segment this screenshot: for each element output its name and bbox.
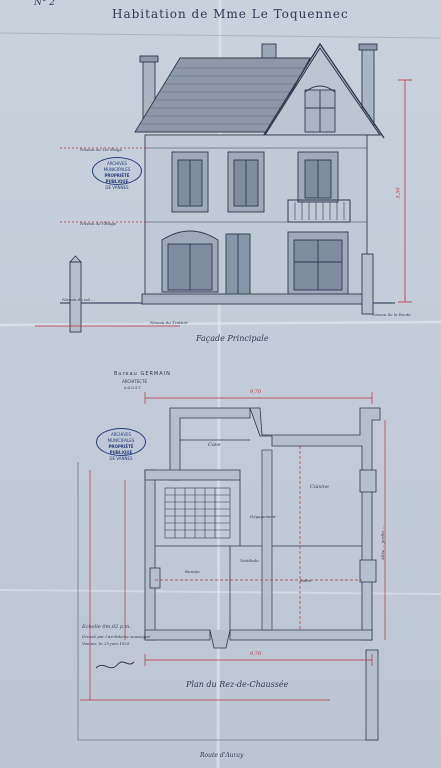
note-base: Niveau du sol ... [62, 297, 95, 302]
horizontal-fold-2 [0, 589, 441, 595]
plan-caption: Plan du Rez-de-Chaussée [186, 680, 289, 689]
room-vestibule: Vestibule [240, 558, 259, 563]
horizontal-fold-1 [0, 320, 441, 327]
note-ground: Niveau de l'Étage [80, 221, 117, 226]
stamp-line-3: DE VANNES [105, 185, 129, 190]
note-floor1: Niveau du 1er Étage [80, 147, 122, 152]
elevation-caption: Façade Principale [196, 334, 269, 343]
approval-line-2: Vannes, le 25 juin 1925 [82, 641, 130, 646]
scale-note: Échelle 0m,02 p.m. [82, 624, 131, 630]
road-label: Route d'Auray [200, 752, 244, 759]
archives-stamp-bottom: ARCHIVES MUNICIPALES PROPRIÉTÉ PUBLIQUE … [96, 428, 146, 461]
stamp-line-3: DE VANNES [109, 456, 133, 461]
plan-dimensions [80, 392, 386, 701]
elevation-height-dimension: 5,50 [395, 187, 402, 199]
room-cuisine: Cuisine [310, 484, 329, 490]
archives-stamp-top: ARCHIVES MUNICIPALES PROPRIÉTÉ PUBLIQUE … [92, 157, 142, 190]
sheet-title: Habitation de Mme Le Toquennec [112, 7, 349, 21]
room-cave: Cave [208, 442, 221, 448]
note-bottom-mid: Niveau du Trottoir [150, 320, 188, 325]
facade-elevation [60, 42, 395, 333]
plan-dimension-bottom: 9,70 [250, 651, 262, 657]
room-bureau: Bureau [185, 569, 200, 574]
ground-floor-plan [77, 407, 381, 741]
architect-role: ARCHITECTE [122, 379, 148, 384]
stamp-line-2: PROPRIÉTÉ PUBLIQUE [104, 173, 130, 184]
plan-side-note: Allée ... Jardin ... [380, 526, 385, 560]
sheet-number: N° 2 [34, 0, 55, 8]
room-degagement: Dégagement [250, 514, 276, 519]
approval-line-1: Dressé par l'Architecte soussigné [82, 634, 151, 639]
stamp-line-1: ARCHIVES MUNICIPALES [107, 432, 135, 443]
stamp-line-1: ARCHIVES MUNICIPALES [103, 161, 131, 172]
architect-sub: A.D.G.S.T. [124, 386, 142, 390]
elevation-dimensions [35, 79, 412, 327]
architect-office: Bureau GERMAIN [114, 371, 171, 377]
stamp-line-2: PROPRIÉTÉ PUBLIQUE [108, 444, 134, 455]
plan-dimension-top: 9,70 [250, 389, 262, 395]
note-bottom-right: Niveau de la Route [372, 312, 411, 317]
room-salon: Salon [300, 578, 312, 583]
